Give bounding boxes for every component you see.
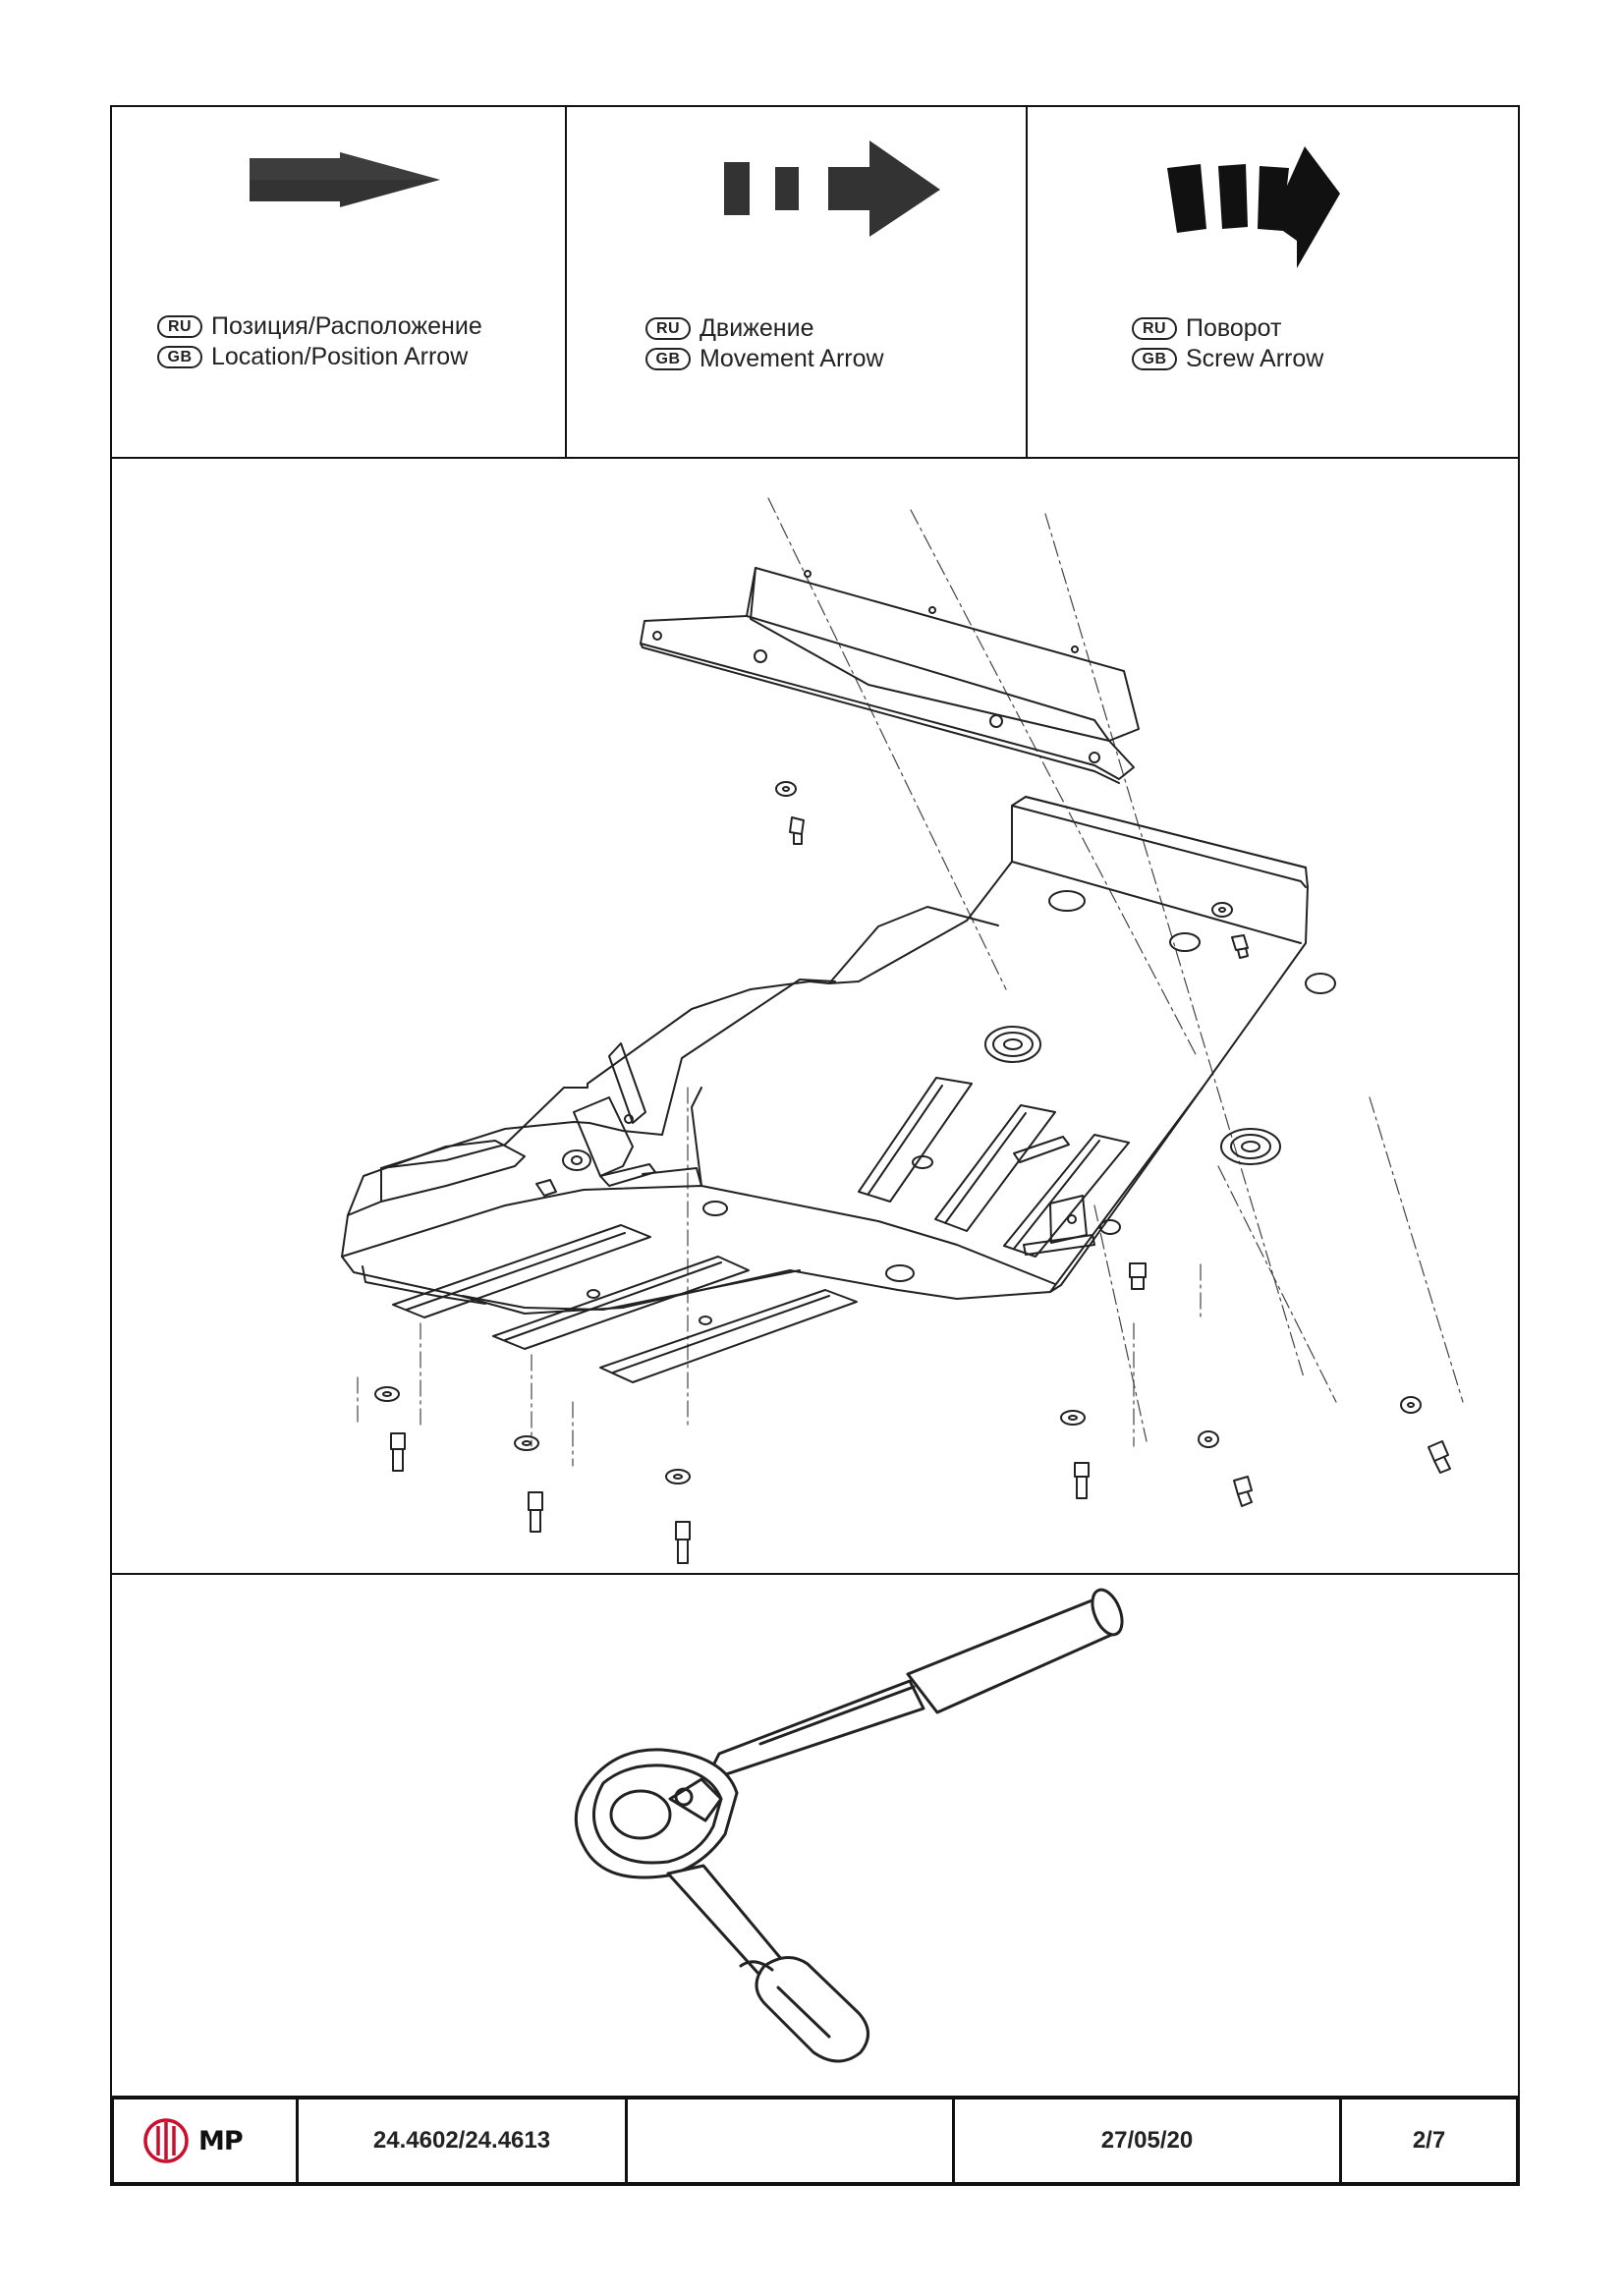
gb-badge: GB xyxy=(645,348,691,370)
legend-ru-label: Движение xyxy=(700,314,814,342)
brand-logo: MP xyxy=(114,2100,299,2182)
skid-plate-assembly-drawing xyxy=(341,497,1464,1564)
legend-screw-arrow: RU Поворот GB Screw Arrow xyxy=(1028,107,1518,457)
ru-badge: RU xyxy=(157,315,202,338)
page-number: 2/7 xyxy=(1412,2127,1446,2154)
gb-badge: GB xyxy=(1132,348,1177,370)
location-arrow-icon xyxy=(250,152,440,207)
ratchet-wrench-icon xyxy=(574,1588,1124,2063)
brand-logo-icon xyxy=(143,2118,189,2163)
legend-gb-label: Movement Arrow xyxy=(700,345,884,372)
movement-arrow-icon xyxy=(724,140,940,237)
gb-badge: GB xyxy=(157,346,202,368)
title-block: MP 24.4602/24.4613 27/05/20 2/7 xyxy=(110,2096,1520,2186)
ru-badge: RU xyxy=(645,317,691,340)
legend-ru-label: Поворот xyxy=(1186,314,1282,342)
drawing-frame: RU Позиция/Расположение GB Location/Positi… xyxy=(110,105,1520,2186)
document-date: 27/05/20 xyxy=(955,2100,1342,2182)
screw-arrow-icon xyxy=(1167,146,1340,268)
legend-gb-label: Location/Position Arrow xyxy=(211,343,469,370)
legend-ru-label: Позиция/Расположение xyxy=(211,312,482,340)
ru-badge: RU xyxy=(1132,317,1177,340)
legend-gb-label: Screw Arrow xyxy=(1186,345,1324,372)
legend-movement-arrow: RU Движение GB Movement Arrow xyxy=(567,107,1028,457)
arrow-legend: RU Позиция/Расположение GB Location/Positi… xyxy=(112,107,1518,459)
legend-location-arrow: RU Позиция/Расположение GB Location/Positi… xyxy=(112,107,567,457)
assembly-panel xyxy=(112,459,1518,1575)
blank-field xyxy=(628,2100,955,2182)
part-code: 24.4602/24.4613 xyxy=(299,2100,628,2182)
brand-logo-text: MP xyxy=(198,2125,244,2156)
tool-panel xyxy=(112,1575,1518,2103)
